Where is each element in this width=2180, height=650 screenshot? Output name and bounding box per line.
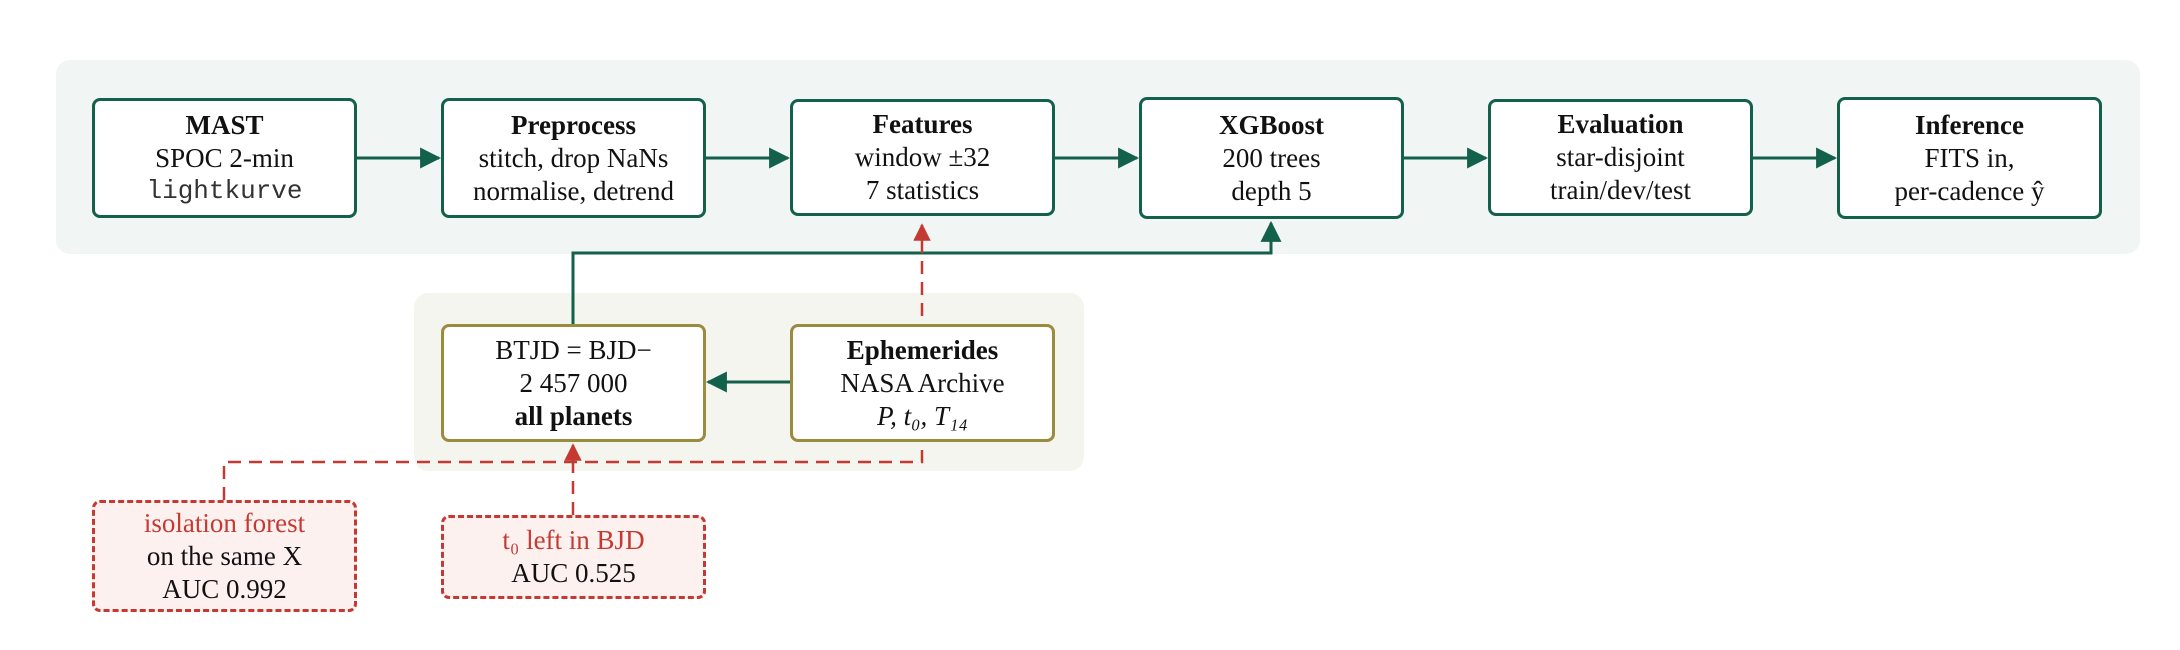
node-t0-bjd: t₀ left in BJD AUC 0.525 [441,515,706,599]
node-title: all planets [514,400,633,431]
node-line-warning: t₀ left in BJD [502,525,645,555]
node-line: NASA Archive [840,367,1005,398]
node-line: AUC 0.525 [511,558,636,588]
node-features: Features window ±32 7 statistics [790,99,1055,216]
node-preprocess: Preprocess stitch, drop NaNs normalise, … [441,98,706,218]
node-line: train/dev/test [1550,175,1691,205]
node-line: AUC 0.992 [162,573,287,604]
node-line: stitch, drop NaNs [478,142,669,173]
node-title: MAST [185,109,264,140]
node-line: BTJD = BJD− [495,334,652,365]
node-line: window ±32 [854,142,991,172]
node-line: FITS in, [1924,142,2015,173]
node-evaluation: Evaluation star-disjoint train/dev/test [1488,99,1753,216]
node-btjd: BTJD = BJD− 2 457 000 all planets [441,324,706,442]
node-line: per-cadence ŷ [1894,175,2045,206]
node-title: Features [872,109,973,139]
node-line: depth 5 [1231,175,1312,206]
node-line: 2 457 000 [519,367,628,398]
node-line-warning: isolation forest [143,507,306,538]
node-line: normalise, detrend [473,175,674,206]
node-title: Preprocess [511,109,636,140]
node-title: Evaluation [1557,109,1684,139]
node-line: P, t₀, T₁₄ [877,400,968,431]
node-line: star-disjoint [1556,142,1685,172]
node-title: XGBoost [1218,109,1324,140]
node-ephemerides: Ephemerides NASA Archive P, t₀, T₁₄ [790,324,1055,442]
node-title: Inference [1915,109,2024,140]
node-title: Ephemerides [846,334,999,365]
node-line-code: lightkurve [146,175,303,206]
node-line: on the same X [146,540,303,571]
node-line: SPOC 2-min [155,142,294,173]
node-isolation-forest: isolation forest on the same X AUC 0.992 [92,500,357,612]
node-xgboost: XGBoost 200 trees depth 5 [1139,97,1404,219]
node-line: 200 trees [1222,142,1321,173]
node-mast: MAST SPOC 2-min lightkurve [92,98,357,218]
node-inference: Inference FITS in, per-cadence ŷ [1837,97,2102,219]
node-line: 7 statistics [865,175,980,205]
